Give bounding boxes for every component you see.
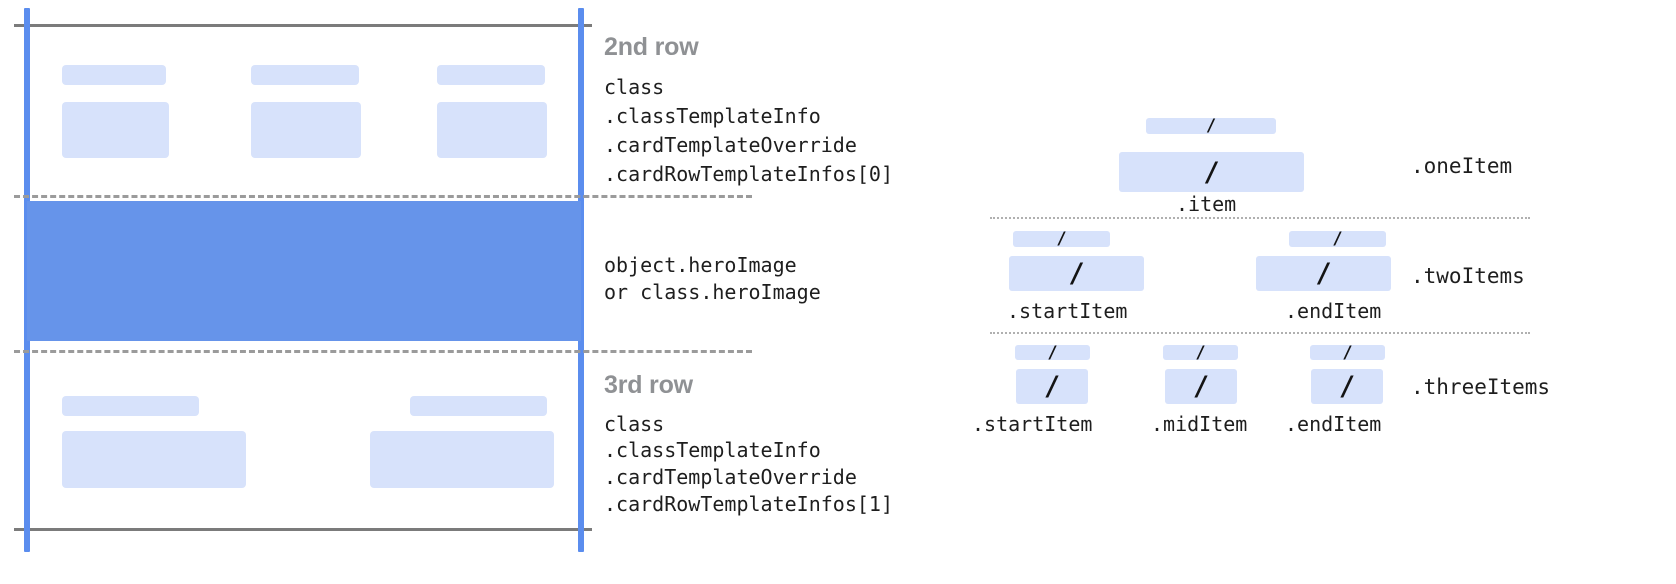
- row1-col3-body-placeholder: [437, 102, 547, 158]
- oneitem-twoitems-separator: [990, 217, 1530, 219]
- row1-col1-body-placeholder: [62, 102, 169, 158]
- row1-col3-title-placeholder: [437, 65, 545, 85]
- row3-code-line-1: class: [604, 412, 665, 436]
- threeitems-startitem-body-box: /: [1016, 369, 1088, 404]
- row3-col1-body-placeholder: [62, 431, 246, 488]
- threeitems-startitem-label: .startItem: [972, 412, 1093, 436]
- hero-image-band: [27, 201, 581, 341]
- row1-code-line-4: .cardRowTemplateInfos[0]: [604, 162, 893, 186]
- row3-col2-title-placeholder: [410, 396, 547, 416]
- row3-heading: 3rd row: [604, 371, 693, 399]
- threeitems-enditem-label: .endItem: [1285, 412, 1382, 436]
- oneitem-item-label: .item: [1176, 192, 1237, 216]
- row1-heading: 2nd row: [604, 33, 699, 61]
- twoitems-startitem-title-box: /: [1013, 231, 1110, 247]
- row1-col2-title-placeholder: [251, 65, 359, 85]
- row1-code-line-3: .cardTemplateOverride: [604, 133, 857, 157]
- row1-hero-separator: [14, 195, 752, 198]
- hero-code-line-2: or class.heroImage: [604, 280, 821, 304]
- twoitems-enditem-label: .endItem: [1285, 299, 1382, 323]
- row3-code-line-2: .classTemplateInfo: [604, 438, 821, 462]
- threeitems-enditem-body-box: /: [1311, 369, 1383, 404]
- card-right-guide: [578, 8, 584, 552]
- threeitems-enditem-title-box: /: [1310, 345, 1385, 360]
- twoitems-variant-label: .twoItems: [1411, 264, 1525, 288]
- twoitems-enditem-title-box: /: [1289, 231, 1386, 247]
- oneitem-variant-label: .oneItem: [1411, 154, 1513, 178]
- threeitems-miditem-body-box: /: [1165, 369, 1237, 404]
- hero-row3-separator: [14, 350, 752, 353]
- row1-code-line-2: .classTemplateInfo: [604, 104, 821, 128]
- row3-code-line-4: .cardRowTemplateInfos[1]: [604, 492, 893, 516]
- twoitems-threeitems-separator: [990, 332, 1530, 334]
- card-top-rule: [14, 24, 592, 27]
- row1-col1-title-placeholder: [62, 65, 166, 85]
- row3-col1-title-placeholder: [62, 396, 199, 416]
- oneitem-item-title-box: /: [1146, 118, 1276, 134]
- twoitems-enditem-body-box: /: [1256, 256, 1391, 291]
- oneitem-item-body-box: /: [1119, 152, 1304, 192]
- threeitems-miditem-label: .midItem: [1151, 412, 1248, 436]
- row3-col2-body-placeholder: [370, 431, 554, 488]
- threeitems-variant-label: .threeItems: [1411, 375, 1551, 399]
- threeitems-startitem-title-box: /: [1015, 345, 1090, 360]
- row1-col2-body-placeholder: [251, 102, 361, 158]
- threeitems-miditem-title-box: /: [1163, 345, 1238, 360]
- twoitems-startitem-label: .startItem: [1007, 299, 1128, 323]
- card-bottom-rule: [14, 528, 592, 531]
- twoitems-startitem-body-box: /: [1009, 256, 1144, 291]
- row3-code-line-3: .cardTemplateOverride: [604, 465, 857, 489]
- row1-code-line-1: class: [604, 75, 665, 99]
- hero-code-line-1: object.heroImage: [604, 253, 797, 277]
